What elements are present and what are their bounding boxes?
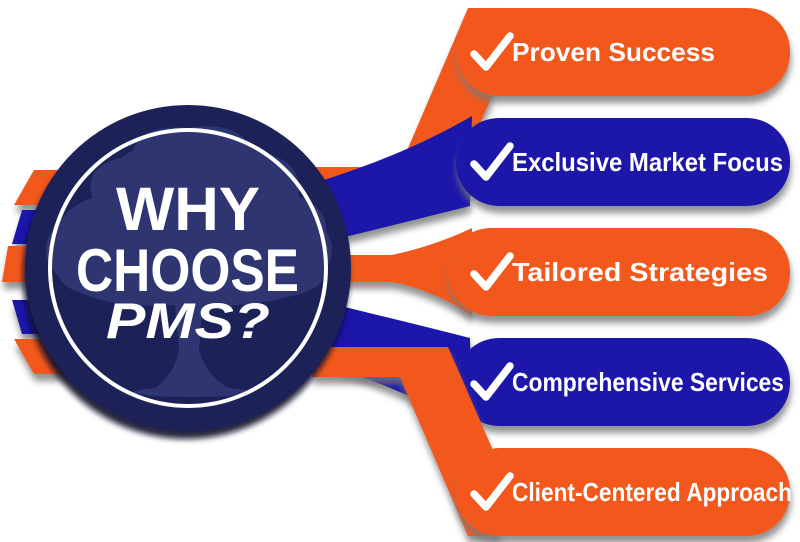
badge-title-line2: CHOOSE bbox=[76, 237, 299, 304]
tree-icon bbox=[46, 126, 332, 397]
item-2: Exclusive Market Focus bbox=[305, 116, 790, 244]
item-5-label: Client-Centered Approach bbox=[512, 477, 792, 507]
item-3-connector bbox=[332, 228, 472, 316]
item-3-label: Tailored Strategies bbox=[512, 257, 768, 287]
check-icon bbox=[470, 252, 514, 291]
check-icon bbox=[470, 362, 514, 401]
item-5-connector bbox=[312, 347, 500, 536]
center-badge: WHY CHOOSE PMS? bbox=[25, 105, 351, 431]
item-1-pill bbox=[456, 8, 790, 96]
check-icon bbox=[470, 32, 514, 71]
item-4-label: Comprehensive Services bbox=[512, 367, 784, 397]
item-3-pill bbox=[448, 228, 790, 316]
badge-title-line3: PMS? bbox=[106, 293, 270, 349]
item-5-pill bbox=[456, 448, 790, 536]
item-5: Client-Centered Approach bbox=[312, 347, 792, 536]
check-icon bbox=[470, 142, 514, 181]
badge-title-line1: WHY bbox=[116, 175, 260, 243]
item-2-label: Exclusive Market Focus bbox=[512, 147, 783, 177]
item-4-pill bbox=[456, 338, 790, 426]
item-1-label: Proven Success bbox=[512, 37, 715, 67]
item-2-pill bbox=[456, 118, 790, 206]
item-3: Tailored Strategies bbox=[332, 228, 790, 316]
badge-ring bbox=[48, 128, 328, 408]
item-2-connector bbox=[305, 116, 472, 244]
check-icon bbox=[470, 472, 514, 511]
